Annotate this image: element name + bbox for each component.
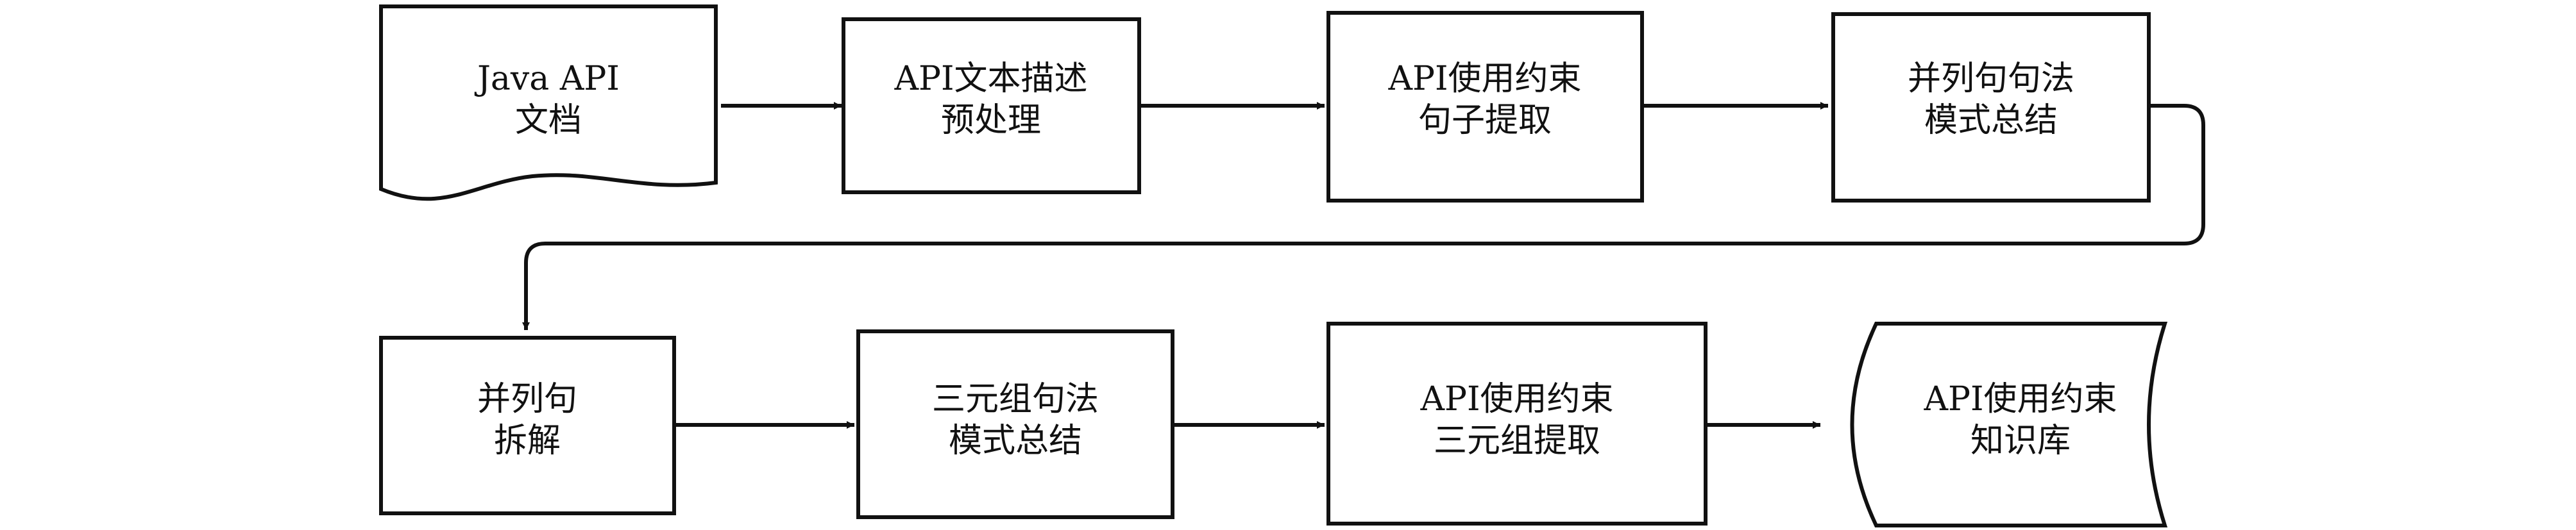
node-label-line-2: 预处理 [941, 101, 1041, 140]
nodes: Java API 文档 API文本描述 预处理 API使用约束 句子提取 并列句… [379, 4, 2168, 527]
node-label-line-1: 并列句 [477, 380, 577, 418]
edge-parallel-syntax-to-parallel-split [522, 104, 2205, 330]
node-parallel-syntax: 并列句句法 模式总结 [1831, 12, 2151, 203]
node-label-line-2: 拆解 [494, 422, 561, 460]
node-label-line-2: 知识库 [1970, 422, 2071, 460]
process-box [1326, 322, 1707, 526]
node-label-line-2: 模式总结 [1924, 101, 2058, 140]
node-extract-sentences: API使用约束 句子提取 [1326, 11, 1644, 203]
process-box [856, 329, 1174, 519]
node-label-line-2: 三元组提取 [1434, 422, 1600, 460]
node-label-line-1: API文本描述 [894, 60, 1087, 98]
process-box [1831, 12, 2151, 203]
node-label-line-1: 并列句句法 [1908, 60, 2074, 98]
document-shape [379, 4, 718, 201]
node-label-line-1: API使用约束 [1923, 380, 2117, 418]
node-label-line-1: API使用约束 [1387, 60, 1581, 98]
node-label-line-1: 三元组句法 [932, 380, 1099, 418]
node-triple-extract: API使用约束 三元组提取 [1326, 322, 1707, 526]
node-preprocess: API文本描述 预处理 [842, 17, 1141, 194]
stored-data-shape [1850, 322, 2168, 527]
process-box [1326, 11, 1644, 203]
process-box [379, 336, 676, 515]
node-label-line-2: 模式总结 [949, 422, 1082, 460]
node-label-line-2: 文档 [515, 101, 582, 140]
node-label-line-1: API使用约束 [1419, 380, 1613, 418]
node-label-line-1: Java API [474, 60, 620, 98]
node-parallel-split: 并列句 拆解 [379, 336, 676, 515]
edges [522, 102, 2205, 429]
process-box [842, 17, 1141, 194]
node-label-line-2: 句子提取 [1418, 101, 1552, 140]
node-knowledge-base: API使用约束 知识库 [1850, 322, 2168, 527]
node-triple-syntax: 三元组句法 模式总结 [856, 329, 1174, 519]
node-java-api-doc: Java API 文档 [379, 4, 718, 201]
